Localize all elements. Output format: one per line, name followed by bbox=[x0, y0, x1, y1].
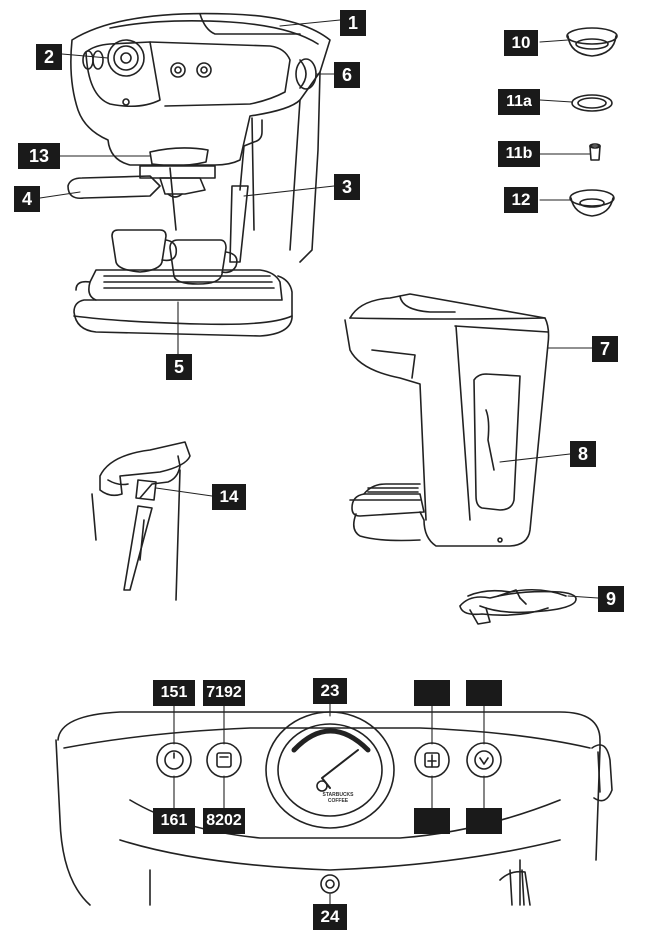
callout-3: 3 bbox=[334, 174, 360, 200]
callout-14: 14 bbox=[212, 484, 246, 510]
callout-9: 9 bbox=[598, 586, 624, 612]
callout-1: 1 bbox=[340, 10, 366, 36]
callout-8: 8 bbox=[570, 441, 596, 467]
callout-25 bbox=[466, 680, 502, 706]
callout-24: 24 bbox=[313, 904, 347, 930]
callout-17-19: 7192 bbox=[203, 680, 245, 706]
gauge-brand-line1: STARBUCKS bbox=[322, 792, 354, 798]
callout-23: 23 bbox=[313, 678, 347, 704]
callout-15-17: 151 bbox=[153, 680, 195, 706]
callout-18-20: 8202 bbox=[203, 808, 245, 834]
callout-12: 12 bbox=[504, 187, 538, 213]
callout-16-18: 161 bbox=[153, 808, 195, 834]
steam-wand-detail-drawing bbox=[91, 441, 191, 601]
callout-10: 10 bbox=[504, 30, 538, 56]
callout-2: 2 bbox=[36, 44, 62, 70]
rear-view-drawing bbox=[344, 293, 550, 547]
power-cord-drawing bbox=[459, 588, 577, 625]
main-machine-drawing bbox=[67, 12, 331, 337]
callout-22 bbox=[414, 808, 450, 834]
callout-21 bbox=[414, 680, 450, 706]
callout-11b: 11b bbox=[498, 141, 540, 167]
control-panel-drawing bbox=[55, 711, 613, 906]
callout-11a: 11a bbox=[498, 89, 540, 115]
callout-6: 6 bbox=[334, 62, 360, 88]
callout-4: 4 bbox=[14, 186, 40, 212]
callout-7: 7 bbox=[592, 336, 618, 362]
leader-lines bbox=[39, 19, 599, 905]
callout-26 bbox=[466, 808, 502, 834]
gauge-brand-line2: COFFEE bbox=[327, 798, 349, 804]
accessories-drawing bbox=[566, 27, 618, 217]
callout-13: 13 bbox=[18, 143, 60, 169]
callout-5: 5 bbox=[166, 354, 192, 380]
